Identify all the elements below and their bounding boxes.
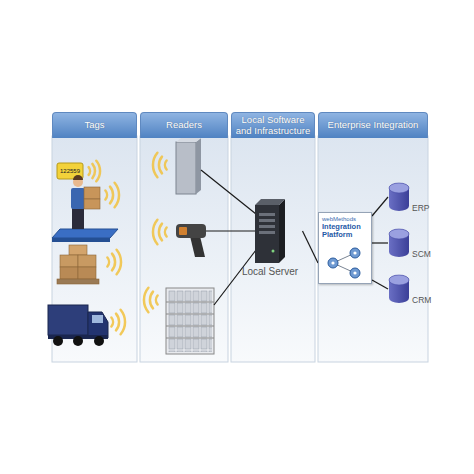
node-text: Tags bbox=[84, 120, 104, 130]
column-header: Local Software and Infrastructure bbox=[231, 112, 315, 138]
handheld-reader bbox=[176, 224, 206, 257]
portal-reader bbox=[176, 138, 201, 194]
integration-hubs bbox=[319, 243, 371, 283]
truck bbox=[48, 305, 108, 346]
column-header: Tags bbox=[52, 112, 137, 138]
integration-platform: webMethodsIntegration Platform bbox=[318, 212, 372, 284]
node-text: SCM bbox=[412, 250, 431, 259]
database-icon bbox=[388, 274, 410, 304]
smart-shelf bbox=[166, 288, 214, 354]
database-cylinder: CRM bbox=[388, 274, 431, 304]
node-text: Local Server bbox=[242, 266, 298, 277]
worker-on-scale bbox=[52, 175, 118, 242]
node-text: Enterprise Integration bbox=[328, 120, 419, 130]
column-header: Enterprise Integration bbox=[318, 112, 428, 138]
connector-line bbox=[372, 242, 388, 243]
node-text: webMethods bbox=[322, 216, 368, 223]
node-text: ERP bbox=[412, 204, 429, 213]
rfid-tag bbox=[57, 163, 83, 179]
connector-line bbox=[372, 280, 388, 289]
server-icon bbox=[255, 199, 285, 263]
rf-waves bbox=[89, 153, 167, 334]
database-cylinder: SCM bbox=[388, 228, 431, 258]
node-text: Readers bbox=[166, 120, 202, 130]
connector-line bbox=[303, 231, 319, 263]
server-node: Local Server bbox=[238, 195, 303, 277]
reader-wires bbox=[201, 170, 256, 305]
tag-id: 122559 bbox=[57, 168, 83, 174]
database-icon bbox=[388, 228, 410, 258]
node-text: Local Software and Infrastructure bbox=[234, 115, 312, 136]
database-icon bbox=[388, 182, 410, 212]
node-text: CRM bbox=[412, 296, 431, 305]
database-cylinder: ERP bbox=[388, 182, 429, 212]
pallet-boxes bbox=[57, 245, 99, 284]
column-panels bbox=[52, 136, 428, 362]
node-text: Integration Platform bbox=[322, 223, 368, 240]
connector-line bbox=[372, 197, 388, 216]
column-header: Readers bbox=[140, 112, 228, 138]
